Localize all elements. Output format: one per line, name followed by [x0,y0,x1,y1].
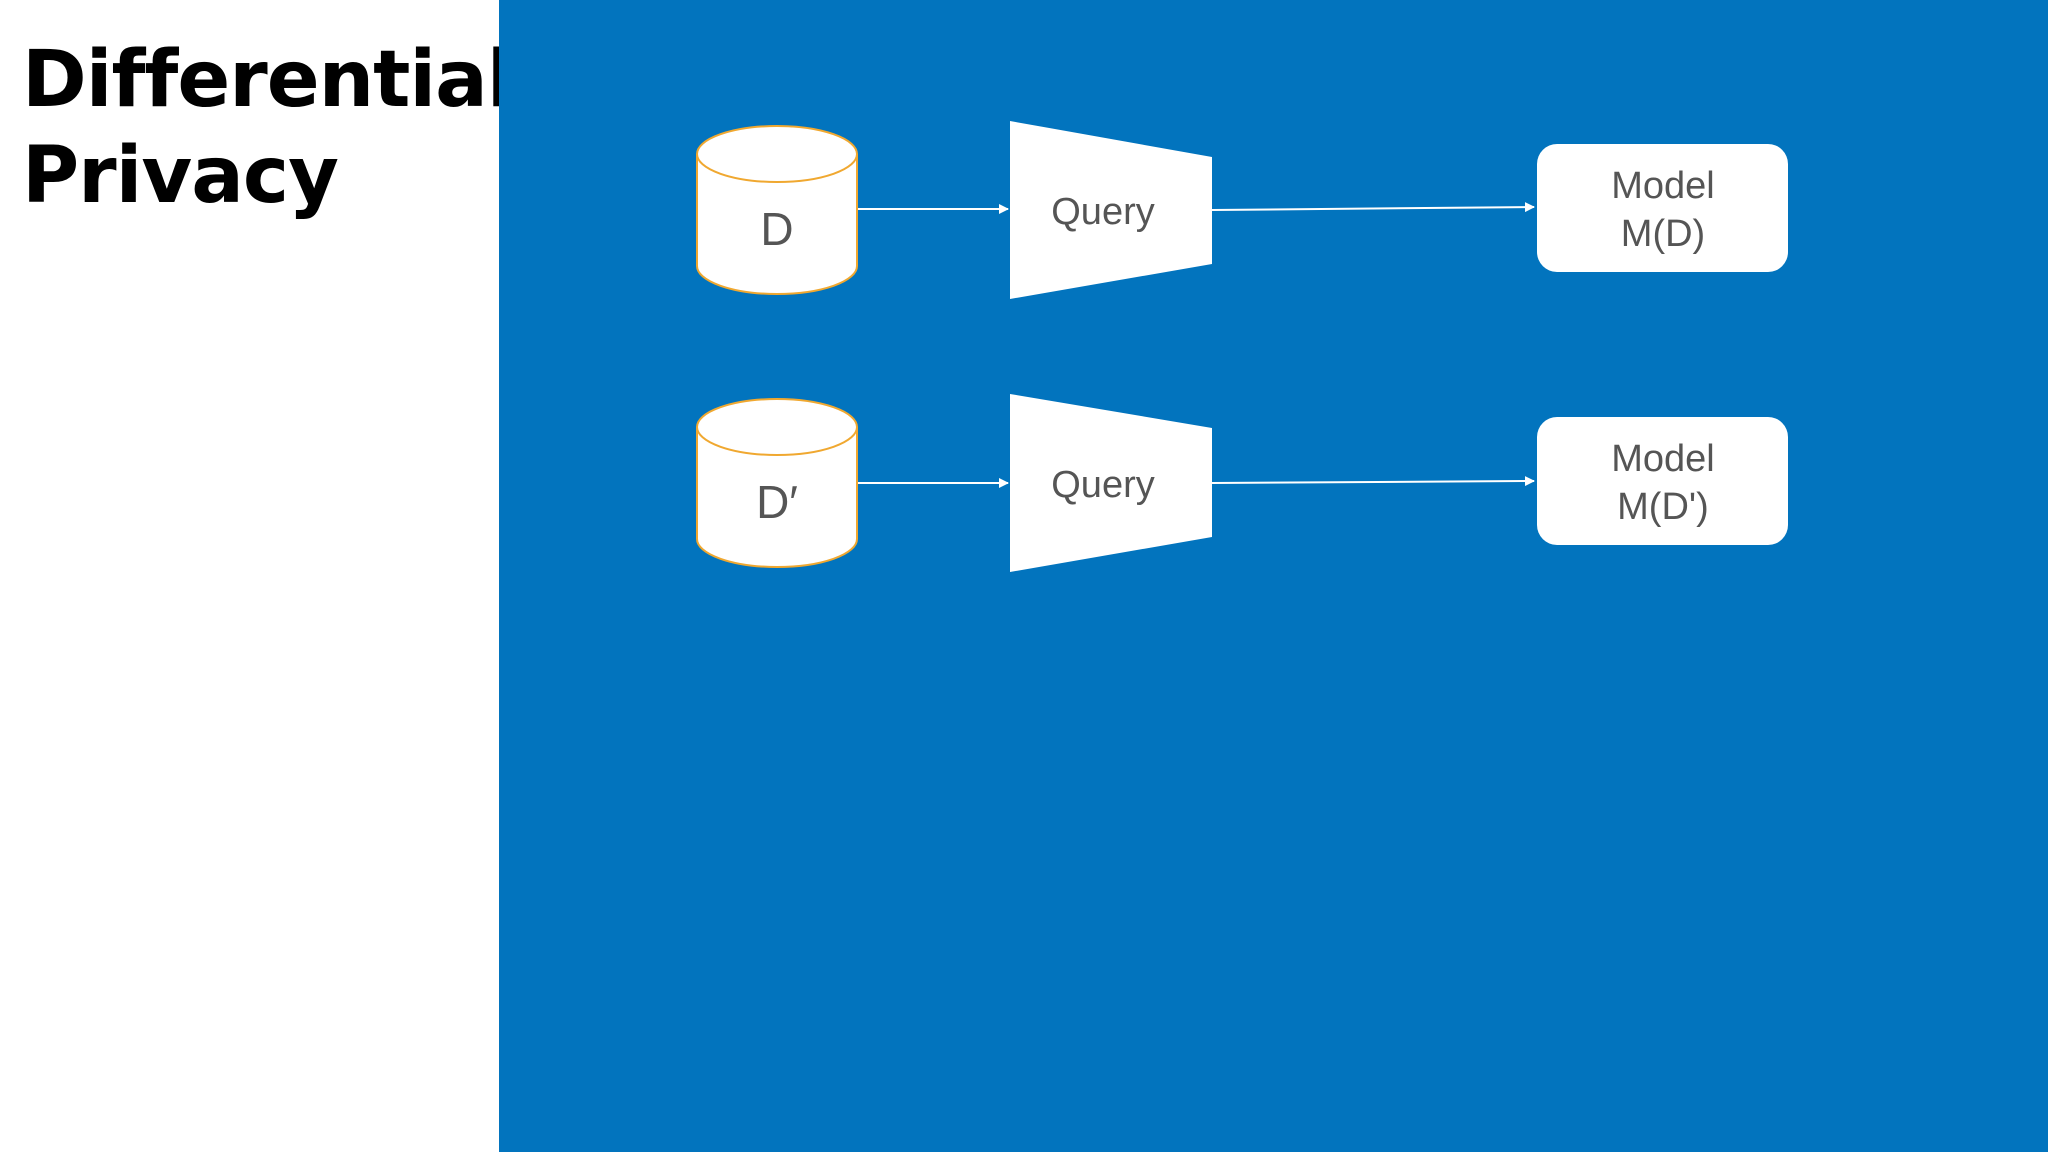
database-d-prime: D′ [696,398,858,568]
database-label: D [760,203,793,255]
title-line-2: Privacy [22,131,339,221]
query-label: Query [1051,464,1154,506]
title-line-1: Differential [22,35,514,125]
model-output-label: M(D') [1617,486,1709,528]
model-label: Model [1611,165,1715,207]
model-label: Model [1611,438,1715,480]
database-d: D [696,125,858,295]
slide-title: Differential Privacy [22,32,514,224]
model-box: Model M(D) [1537,144,1788,272]
query-trapezoid: Query [1010,121,1212,299]
database-label: D′ [756,476,798,528]
model-output-label: M(D) [1621,213,1705,255]
arrow-query-to-model [1211,476,1535,487]
query-trapezoid: Query [1010,394,1212,572]
model-box: Model M(D') [1537,417,1788,545]
query-label: Query [1051,191,1154,233]
arrow-query-to-model [1211,202,1535,213]
